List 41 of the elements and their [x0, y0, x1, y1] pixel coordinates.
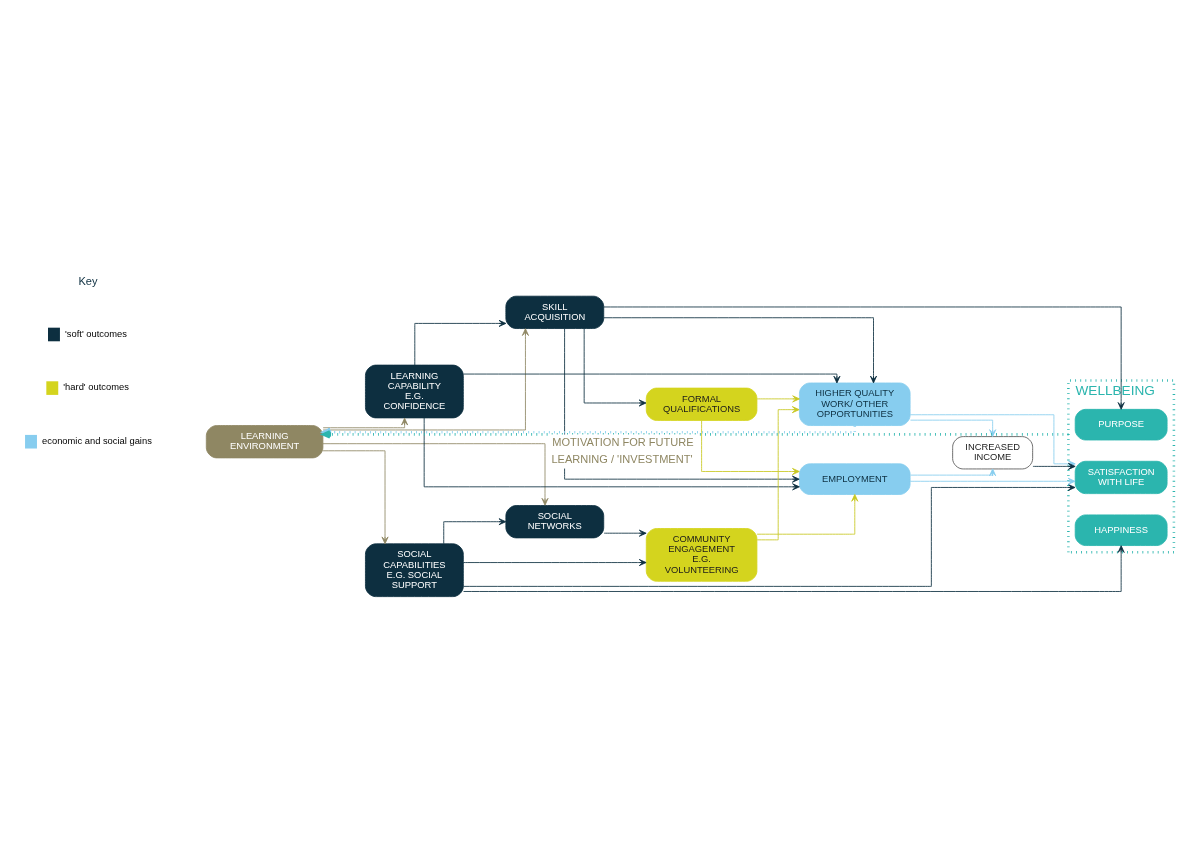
- node-box: INCREASED INCOME: [952, 436, 1034, 470]
- arrow: [322, 328, 529, 431]
- node-box: SOCIAL CAPABILITIES E.G. SOCIAL SUPPORT: [365, 543, 464, 598]
- arrow: [322, 417, 409, 429]
- legend-label: 'soft' outcomes: [65, 328, 127, 339]
- node-box: FORMAL QUALIFICATIONS: [645, 387, 758, 421]
- arrow: [463, 559, 647, 567]
- arrow: [564, 328, 800, 483]
- arrow: [756, 395, 800, 403]
- arrow: [603, 306, 1125, 410]
- arrow: [603, 317, 877, 384]
- arrow: [443, 518, 507, 545]
- node-box: HAPPINESS: [1074, 514, 1168, 546]
- node-box: COMMUNITY ENGAGEMENT E.G. VOLUNTEERING: [645, 528, 758, 582]
- arrow: [463, 373, 841, 384]
- arrow: [463, 483, 1076, 587]
- arrow: [583, 328, 647, 407]
- node-box: LEARNING CAPABILITY E.G. CONFIDENCE: [365, 364, 464, 419]
- arrow: [414, 319, 507, 366]
- arrow: [322, 443, 549, 506]
- arrow: [322, 450, 389, 545]
- arrow: [910, 419, 997, 437]
- node-box: SATISFACTION WITH LIFE: [1074, 460, 1168, 495]
- node-box: SKILL ACQUISITION: [505, 295, 605, 329]
- arrow: [909, 477, 1076, 485]
- arrow: [756, 406, 800, 541]
- node-box: SOCIAL NETWORKS: [505, 505, 605, 539]
- node-box: PURPOSE: [1074, 408, 1168, 441]
- arrow: [910, 468, 997, 477]
- node-box: HIGHER QUALITY WORK/ OTHER OPPORTUNITIES: [799, 382, 911, 426]
- arrow: [756, 494, 859, 535]
- arrow: [701, 420, 800, 475]
- edge-label: MOTIVATION FOR FUTURE LEARNING / 'INVESTMENT': [551, 435, 694, 465]
- arrow: [603, 529, 647, 537]
- arrow: [423, 417, 800, 491]
- node-box: LEARNING ENVIRONMENT: [205, 425, 324, 459]
- node-box: EMPLOYMENT: [799, 463, 911, 495]
- legend-label: economic and social gains: [42, 436, 152, 447]
- legend-label: 'hard' outcomes: [63, 382, 129, 393]
- arrow: [463, 545, 1125, 592]
- label: Key: [78, 274, 98, 287]
